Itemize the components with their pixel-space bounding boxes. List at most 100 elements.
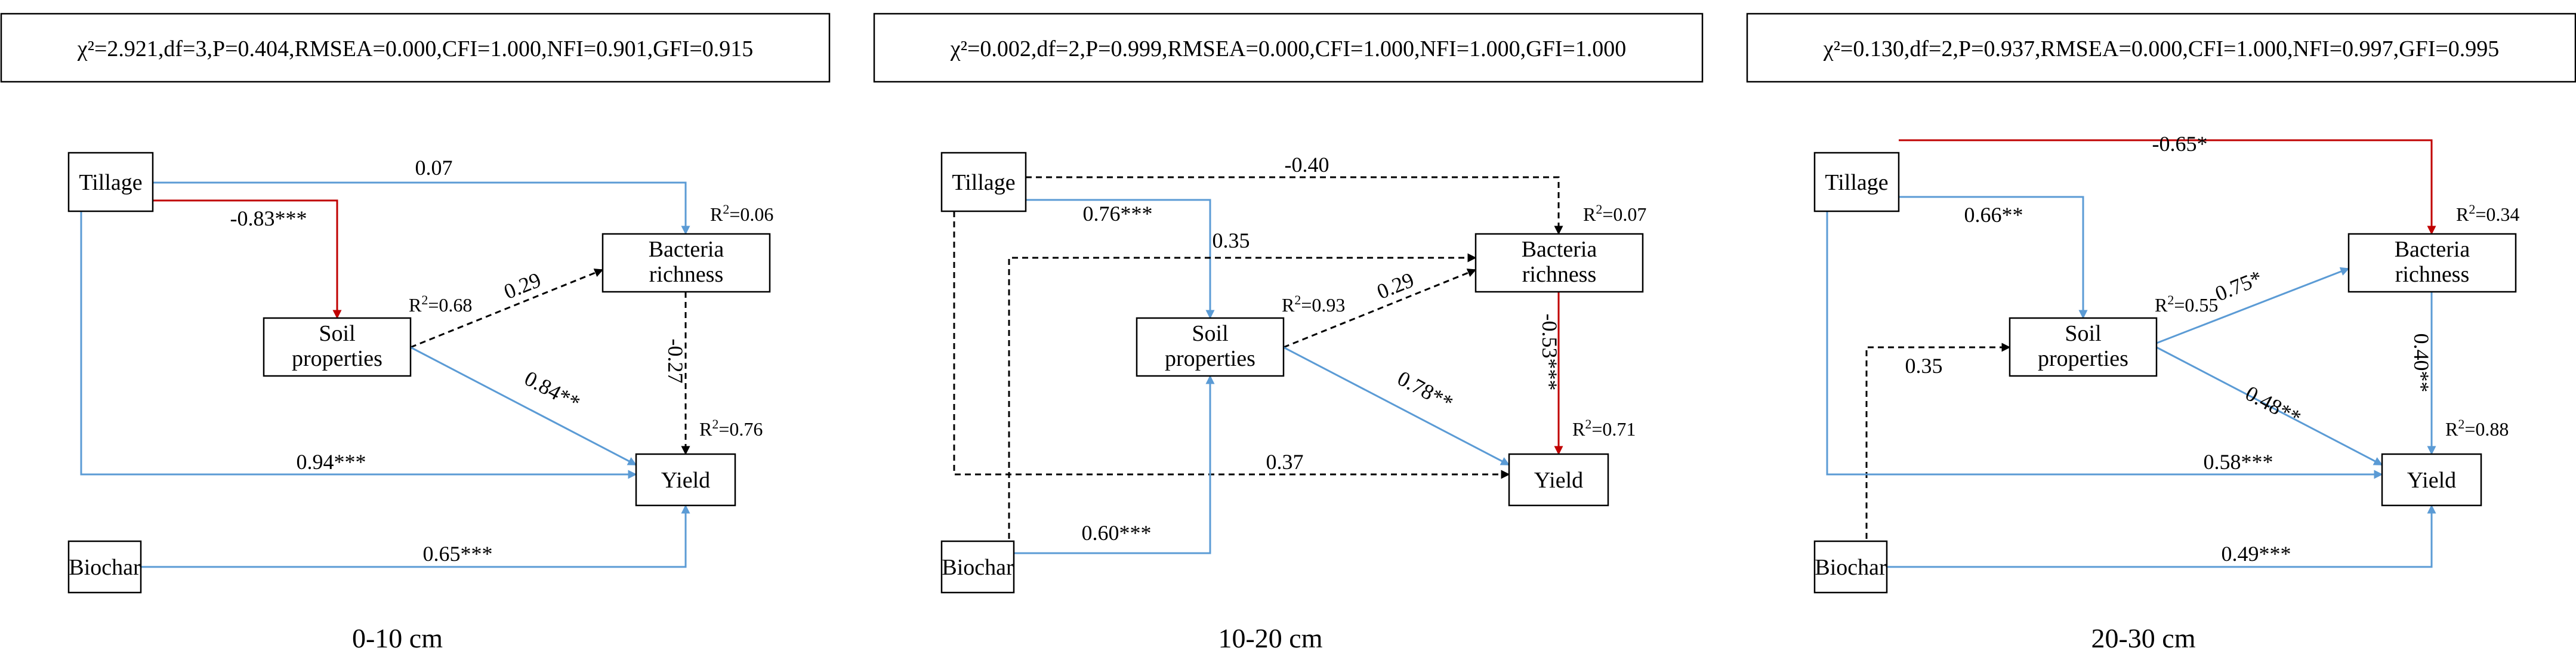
node-bacteria-label-line1: Bacteria [1522,237,1597,262]
node-yield-label: Yield [1534,468,1583,493]
fit-stats-box [1746,13,2576,83]
r2-soil: R2=0.55 [2155,292,2218,316]
path-coefficient-soil-bacteria: 0.75* [2211,266,2265,306]
node-soil-box [263,317,412,377]
node-biochar-box [1813,540,1888,594]
path-coefficient-tillage-yield: 0.37 [1266,450,1304,474]
depth-caption: 20-30 cm [2091,623,2195,653]
path-coefficient-tillage-bacteria: -0.40 [1285,153,1329,177]
fit-stats-text: χ²=0.130,df=2,P=0.937,RMSEA=0.000,CFI=1.… [1823,36,2500,61]
path-coefficient-biochar-soil: 0.35 [1905,354,1943,378]
path-coefficient-biochar-yield: 0.65*** [423,542,493,566]
node-tillage-box [940,152,1027,212]
panel-0-10-cm: χ²=2.921,df=3,P=0.404,RMSEA=0.000,CFI=1.… [0,13,831,653]
node-soil-label-line2: properties [292,346,382,371]
path-coefficient-biochar-soil: 0.60*** [1082,521,1152,545]
path-coefficient-bacteria-yield: -0.27 [664,339,687,384]
path-coefficient-soil-yield: 0.48** [2242,381,2305,430]
node-bacteria-box [601,233,771,293]
path-coefficient-soil-bacteria: 0.29 [501,268,544,304]
path-coefficient-bacteria-yield: 0.40** [2410,334,2433,393]
fit-stats-box [873,13,1704,83]
node-bacteria-label-line1: Bacteria [649,237,724,262]
path-coefficient-soil-yield: 0.78** [1394,366,1457,415]
panel-20-30-cm: χ²=0.130,df=2,P=0.937,RMSEA=0.000,CFI=1.… [1746,13,2576,653]
panel-10-20-cm: χ²=0.002,df=2,P=0.999,RMSEA=0.000,CFI=1.… [873,13,1704,653]
node-tillage-box [67,152,154,212]
path-soil-bacteria-arrow [2156,267,2350,344]
node-yield-box [1508,453,1609,507]
node-soil-label-line1: Soil [319,321,355,346]
path-tillage-soil-arrow [153,199,342,319]
depth-caption: 10-20 cm [1218,623,1322,653]
depth-caption: 0-10 cm [352,623,443,653]
path-coefficient-tillage-bacteria: 0.07 [415,156,453,180]
r2-bacteria: R2=0.06 [710,202,773,225]
node-tillage-label: Tillage [1825,170,1888,195]
path-coefficient-tillage-bacteria: -0.65* [2152,132,2208,156]
path-coefficient-bacteria-yield: -0.53*** [1538,314,1562,391]
node-yield-box [2381,453,2482,507]
path-coefficient-biochar-bacteria: 0.35 [1213,229,1250,252]
path-soil-bacteria-arrow [1283,269,1477,348]
path-tillage-soil-arrow [1899,196,2088,319]
node-yield-label: Yield [661,468,710,493]
path-tillage-bacteria-arrow [1899,139,2436,235]
path-coefficient-soil-bacteria: 0.29 [1374,268,1417,304]
node-tillage-label: Tillage [79,170,142,195]
node-soil-label-line1: Soil [2065,321,2101,346]
node-bacteria-label-line1: Bacteria [2395,237,2470,262]
r2-soil: R2=0.68 [409,292,472,316]
node-soil-label-line2: properties [1165,346,1255,371]
path-soil-yield-arrow [1283,346,1510,466]
path-tillage-soil-arrow [1026,199,1215,319]
path-biochar-bacteria-arrow [1008,253,1477,549]
r2-soil: R2=0.93 [1282,292,1345,316]
path-coefficient-tillage-soil: 0.66** [1964,203,2023,227]
node-bacteria-label-line2: richness [649,262,724,287]
node-yield-label: Yield [2407,468,2456,493]
fit-stats-box [0,13,831,83]
path-coefficient-biochar-yield: 0.49*** [2222,542,2291,566]
path-coefficient-soil-yield: 0.84** [521,366,584,415]
node-bacteria-box [1474,233,1644,293]
path-tillage-bacteria-arrow [153,181,690,235]
node-bacteria-label-line2: richness [2395,262,2470,287]
node-tillage-label: Tillage [952,170,1015,195]
node-bacteria-box [2347,233,2517,293]
node-biochar-box [940,540,1015,594]
path-soil-yield-arrow [2156,346,2383,466]
r2-bacteria: R2=0.07 [1583,202,1646,225]
node-soil-label-line1: Soil [1192,321,1228,346]
path-coefficient-tillage-yield: 0.58*** [2204,450,2273,474]
path-biochar-yield-arrow [141,504,690,568]
node-yield-box [635,453,736,507]
r2-bacteria: R2=0.34 [2456,202,2519,225]
node-biochar-label: Biochar [942,555,1014,580]
fit-stats-text: χ²=0.002,df=2,P=0.999,RMSEA=0.000,CFI=1.… [950,36,1627,61]
node-biochar-label: Biochar [1815,555,1887,580]
node-tillage-box [1813,152,1900,212]
r2-yield: R2=0.88 [2445,417,2509,440]
path-soil-bacteria-arrow [410,269,604,348]
r2-yield: R2=0.71 [1572,417,1636,440]
path-biochar-soil-arrow [1865,343,2011,549]
path-tillage-bacteria-arrow [1026,176,1563,235]
path-soil-yield-arrow [410,346,637,466]
fit-stats-text: χ²=2.921,df=3,P=0.404,RMSEA=0.000,CFI=1.… [77,36,754,61]
path-tillage-yield-arrow [80,211,637,479]
path-tillage-yield-arrow [953,211,1510,479]
path-tillage-yield-arrow [1826,211,2383,479]
node-soil-label-line2: properties [2038,346,2128,371]
path-coefficient-tillage-yield: 0.94*** [297,450,366,474]
node-soil-box [2009,317,2158,377]
path-coefficient-tillage-soil: 0.76*** [1083,202,1153,226]
r2-yield: R2=0.76 [699,417,763,440]
node-biochar-box [67,540,142,594]
path-biochar-yield-arrow [1887,504,2436,568]
node-soil-box [1136,317,1285,377]
node-biochar-label: Biochar [69,555,141,580]
path-coefficient-tillage-soil: -0.83*** [230,206,307,230]
path-biochar-soil-arrow [1014,375,1215,554]
